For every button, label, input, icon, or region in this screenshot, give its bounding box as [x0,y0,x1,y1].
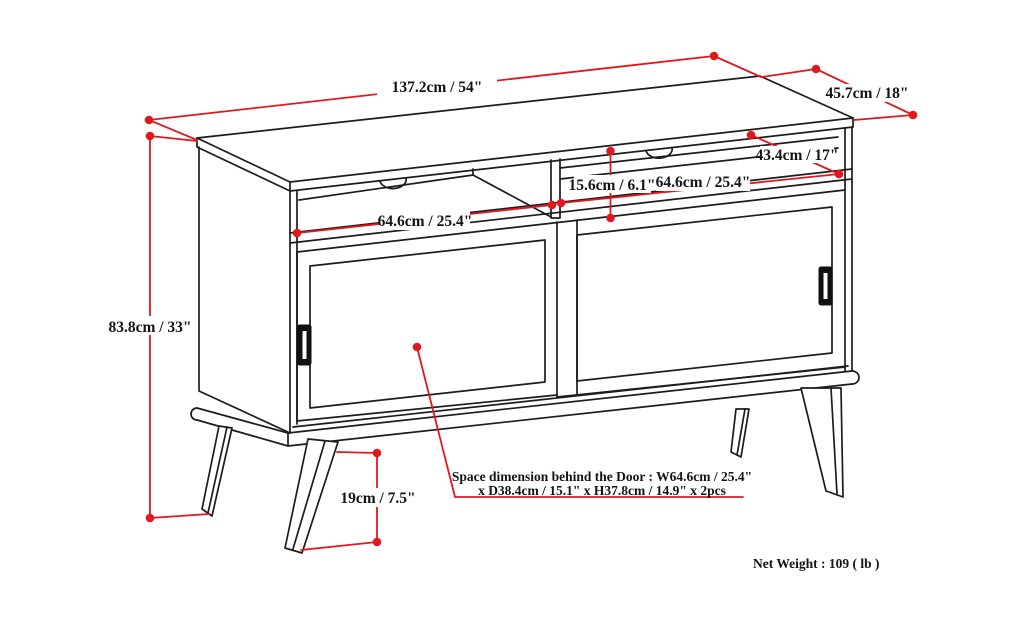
cord-cutout-right [645,146,673,159]
shelf-divider [550,158,561,219]
cord-cutout-left [379,177,407,190]
front-left-leg [284,438,339,554]
dim-opening-width-right-label: 64.6cm / 25.4" [656,174,751,191]
right-door-panel [576,206,833,382]
door-space-annotation-line2: x D38.4cm / 15.1" x H37.8cm / 14.9" x 2p… [478,483,726,498]
annotation-labels: Space dimension behind the Door : W64.6c… [452,469,880,571]
door-space-annotation-line1: Space dimension behind the Door : W64.6c… [452,469,752,484]
dim-overall-height-label: 83.8cm / 33" [108,319,191,336]
net-weight-label: Net Weight : 109 ( lb ) [753,556,880,571]
left-door-panel [309,239,546,409]
label-halos [113,77,906,507]
dim-opening-width-left-label: 64.6cm / 25.4" [378,213,473,230]
cabinet-drawing [190,75,860,554]
dimension-labels: 137.2cm / 54" 45.7cm / 18" 43.4cm / 17" … [108,79,908,507]
cabinet-left-side [198,146,291,434]
dim-top-width-label: 137.2cm / 54" [392,79,483,96]
dim-leg-height-label: 19cm / 7.5" [340,490,415,507]
base-molding [190,370,860,447]
legs [201,387,844,554]
dim-top-depth-label: 45.7cm / 18" [825,85,908,102]
dimension-endpoints [144,51,918,547]
dim-opening-height-label: 15.6cm / 6.1" [569,177,656,194]
dim-shelf-depth-label: 43.4cm / 17" [755,147,838,164]
